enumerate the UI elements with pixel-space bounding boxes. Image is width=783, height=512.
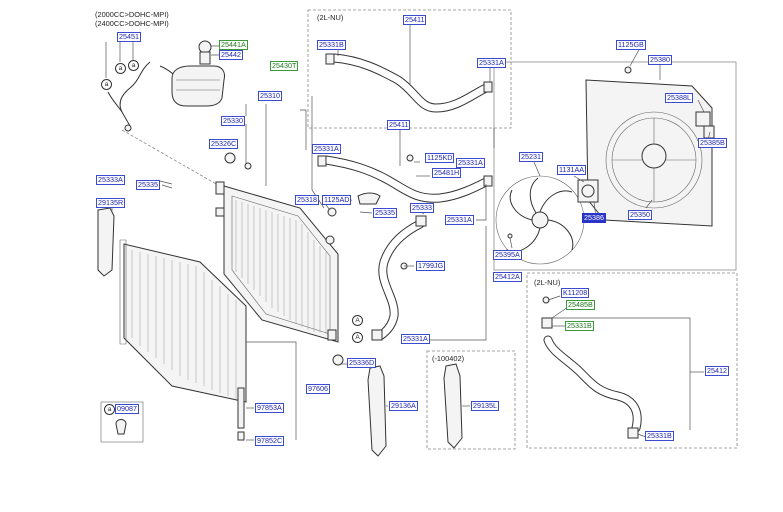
air-guard-right [97, 207, 115, 277]
reservoir-tank [171, 40, 225, 107]
box-2l-nu-lower-hose [526, 272, 738, 449]
part-callout-25335-mid[interactable]: 25335 [373, 208, 397, 218]
engine-note-2000: (2000CC>DOHC-MPI) [95, 10, 169, 19]
upper-hose-2lnu [325, 24, 493, 113]
part-callout-25412A[interactable]: 25412A [493, 272, 522, 282]
fan-shroud [585, 66, 715, 227]
part-callout-25331B-bottom[interactable]: 25331B [645, 431, 674, 441]
ref-marker-a-3: a [101, 79, 112, 90]
engine-note-2400: (2400CC>DOHC-MPI) [95, 19, 169, 28]
part-callout-29135R[interactable]: 29135R [96, 198, 126, 208]
part-callout-29136A[interactable]: 29136A [389, 401, 418, 411]
option-note-2lnu-top: (2L-NU) [317, 13, 344, 22]
legend-clip [100, 401, 144, 443]
part-callout-25441A[interactable]: 25441A [219, 40, 248, 50]
box-100402 [426, 350, 516, 450]
part-callout-09087[interactable]: 09087 [115, 404, 139, 414]
part-callout-25335-left[interactable]: 25335 [136, 180, 160, 190]
option-note-100402: (-100402) [432, 354, 465, 363]
cooling-fan [495, 175, 599, 265]
part-callout-25318[interactable]: 25318 [295, 195, 319, 205]
part-callout-25231[interactable]: 25231 [519, 152, 543, 162]
leader-lines [111, 47, 711, 441]
part-callout-25326C[interactable]: 25326C [209, 139, 239, 149]
part-callout-25388L[interactable]: 25388L [665, 93, 693, 103]
part-callout-25310[interactable]: 25310 [258, 91, 282, 101]
upper-hose [317, 130, 493, 203]
part-callout-1125GB[interactable]: 1125GB [616, 40, 646, 50]
part-callout-25331A-mid3[interactable]: 25331A [445, 215, 474, 225]
part-callout-97852C[interactable]: 97852C [255, 436, 285, 446]
part-callout-25333A[interactable]: 25333A [96, 175, 125, 185]
part-callout-25411-top[interactable]: 25411 [403, 15, 427, 25]
part-callout-1125AD[interactable]: 1125AD [322, 195, 352, 205]
part-callout-25411-mid[interactable]: 25411 [387, 120, 411, 130]
part-callout-25412[interactable]: 25412 [705, 366, 729, 376]
radiator [215, 104, 339, 343]
part-callout-K11208[interactable]: K11208 [561, 288, 590, 298]
part-callout-25331A-mid2[interactable]: 25331A [456, 158, 485, 168]
box-2l-nu-upper-hose [307, 9, 512, 129]
part-callout-25350[interactable]: 25350 [628, 210, 652, 220]
part-callout-25430T[interactable]: 25430T [270, 61, 299, 71]
part-callout-25331A-top[interactable]: 25331A [477, 58, 506, 68]
part-callout-25395A[interactable]: 25395A [493, 250, 522, 260]
ref-marker-a-2: a [128, 60, 139, 71]
part-callout-25485B[interactable]: 25485B [566, 300, 595, 310]
part-callout-25451[interactable]: 25451 [117, 32, 141, 42]
part-callout-25333[interactable]: 25333 [410, 203, 434, 213]
part-callout-25442[interactable]: 25442 [219, 50, 243, 60]
part-callout-25385B[interactable]: 25385B [698, 138, 727, 148]
part-callout-97606[interactable]: 97606 [306, 384, 330, 394]
part-callout-25330[interactable]: 25330 [221, 116, 245, 126]
part-callout-1131AA[interactable]: 1131AA [557, 165, 587, 175]
part-callout-25386[interactable]: 25386 [582, 213, 606, 223]
part-callout-29135L[interactable]: 29135L [471, 401, 499, 411]
ref-marker-A-2: A [352, 332, 363, 343]
part-callout-97853A[interactable]: 97853A [255, 403, 284, 413]
part-callout-1125KD[interactable]: 1125KD [425, 153, 455, 163]
lower-hose-2lnu [541, 296, 642, 439]
box-fan-assembly [493, 61, 737, 271]
air-guard-left [367, 363, 463, 457]
part-callout-25380[interactable]: 25380 [648, 55, 672, 65]
option-note-2lnu-bottom: (2L-NU) [534, 278, 561, 287]
part-callout-25481H[interactable]: 25481H [432, 168, 462, 178]
part-callout-25331B-low[interactable]: 25331B [565, 321, 594, 331]
ref-marker-A-1: A [352, 315, 363, 326]
ref-marker-a-1: a [115, 63, 126, 74]
part-callout-1799JG[interactable]: 1799JG [416, 261, 446, 271]
part-callout-25331A-mid1[interactable]: 25331A [312, 144, 341, 154]
part-callout-25336D[interactable]: 25336D [347, 358, 377, 368]
reservoir-hose-lines [105, 42, 219, 186]
legend-marker-a: a [104, 404, 115, 415]
part-callout-25331A-low[interactable]: 25331A [401, 334, 430, 344]
part-callout-25331B-top[interactable]: 25331B [317, 40, 346, 50]
condenser [119, 239, 247, 441]
lower-hose [325, 192, 427, 366]
